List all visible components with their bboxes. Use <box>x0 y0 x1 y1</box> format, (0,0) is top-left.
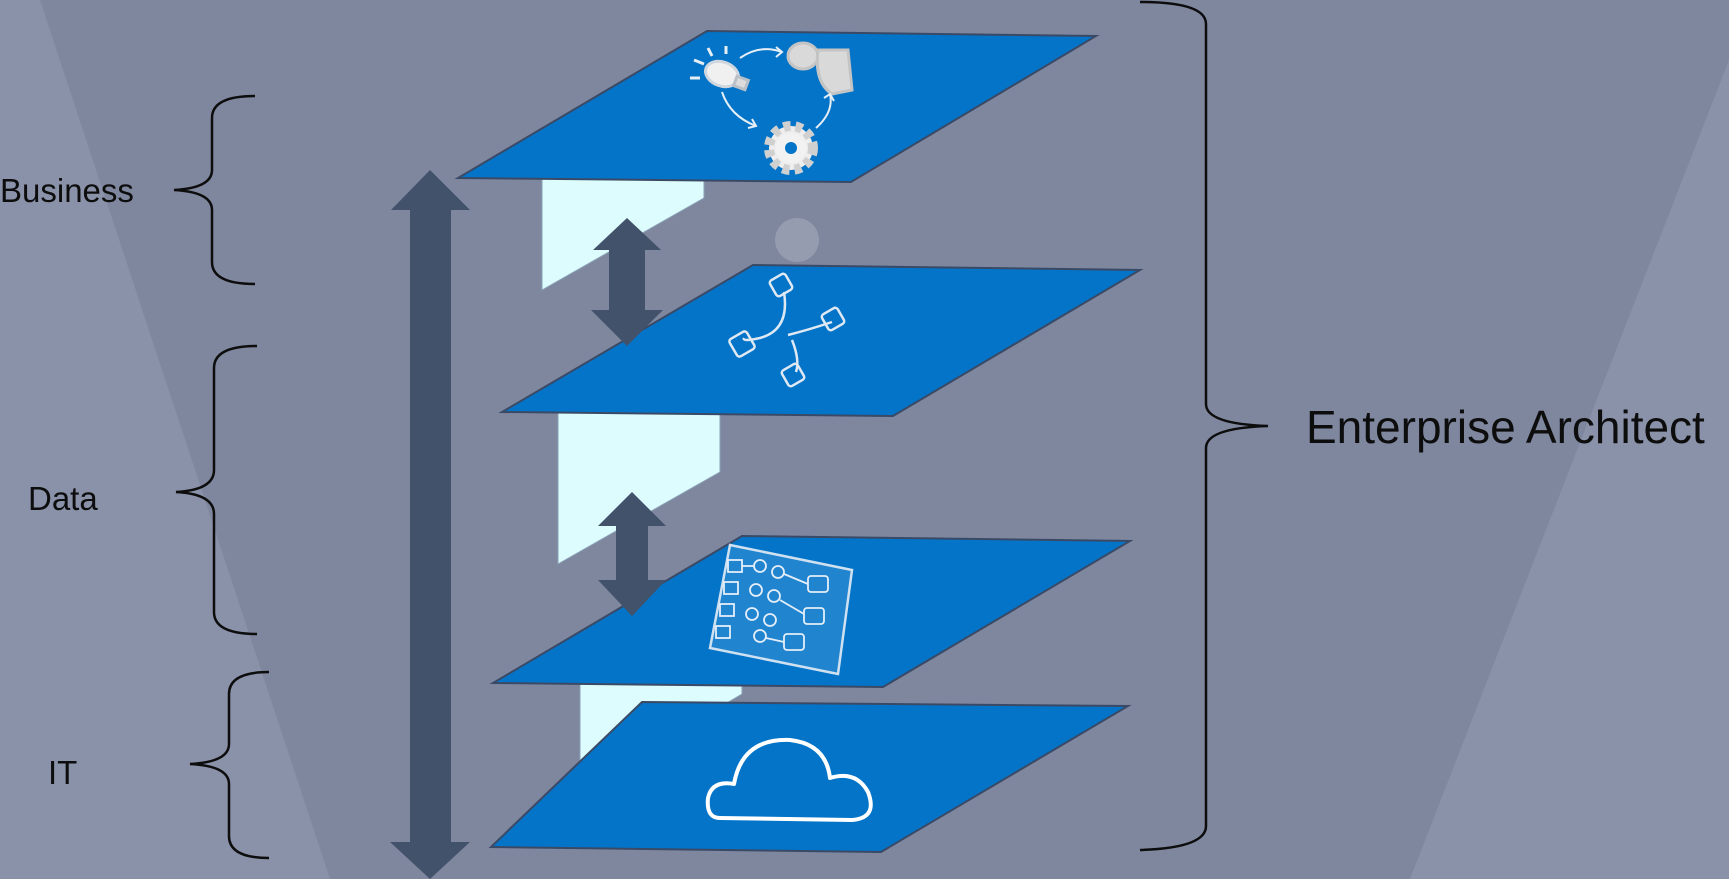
business-label: Business <box>0 172 134 209</box>
gear-icon <box>769 126 813 170</box>
it-label: IT <box>48 754 77 791</box>
ghost-gear-icon <box>775 218 819 262</box>
data-label: Data <box>28 480 98 517</box>
enterprise-architecture-label: Enterprise Architect <box>1306 401 1705 453</box>
